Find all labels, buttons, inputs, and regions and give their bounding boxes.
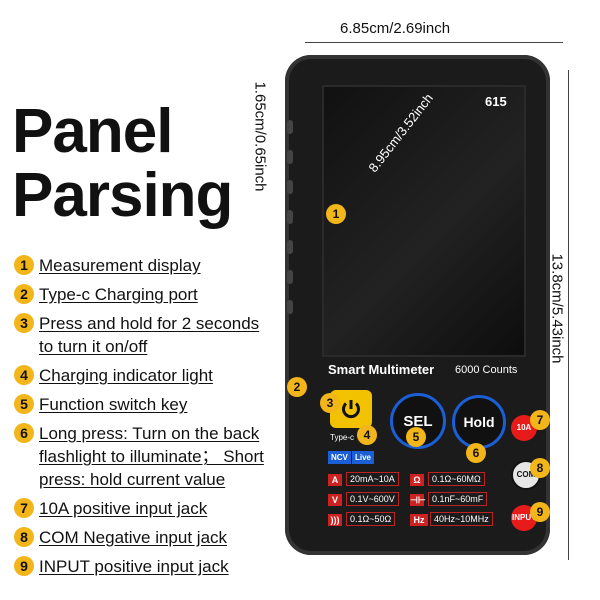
legend-text: Type-c Charging port — [39, 285, 198, 304]
legend-text: Measurement display — [39, 256, 201, 275]
callout-badge-3: 3 — [320, 393, 340, 413]
title-line-1: Panel — [12, 97, 173, 166]
sel-label: SEL — [403, 412, 433, 430]
side-grip-rib — [287, 120, 293, 134]
spec-ohm-range: 0.1Ω~60MΩ — [428, 472, 485, 486]
live-tag: Live — [352, 451, 375, 464]
measurement-display — [322, 85, 526, 357]
spec-volt-range: 0.1V~600V — [346, 492, 399, 506]
side-grip-rib — [287, 240, 293, 254]
hold-label: Hold — [463, 414, 495, 430]
side-grip-rib — [287, 210, 293, 224]
legend-text: Function switch key — [39, 395, 188, 414]
model-number: 615 — [485, 94, 507, 109]
legend-text: INPUT positive input jack — [39, 557, 229, 576]
legend-text: Charging indicator light — [39, 366, 213, 385]
legend-number-badge: 8 — [14, 527, 34, 547]
spec-continuity-range: 0.1Ω~50Ω — [346, 512, 396, 526]
legend-number-badge: 9 — [14, 556, 34, 576]
legend-item: 8 COM Negative input jack — [14, 526, 276, 549]
page-title: Panel Parsing — [12, 97, 233, 230]
callout-badge-6: 6 — [466, 443, 486, 463]
legend-number-badge: 6 — [14, 423, 34, 443]
ohm-symbol: Ω — [410, 474, 424, 486]
continuity-icon: ))) — [328, 514, 342, 526]
callout-badge-5: 5 — [406, 427, 426, 447]
amp-symbol: A — [328, 474, 342, 486]
legend-item: 5 Function switch key — [14, 393, 276, 416]
volt-symbol: V — [328, 494, 342, 506]
legend-number-badge: 4 — [14, 365, 34, 385]
height-dimension-line — [568, 70, 569, 560]
legend-item: 2 Type-c Charging port — [14, 283, 276, 306]
typec-label: Type-c — [330, 433, 355, 442]
capacitor-icon: ⊣⊢ — [410, 494, 426, 506]
callout-badge-1: 1 — [326, 204, 346, 224]
legend-item: 1 Measurement display — [14, 254, 276, 277]
legend-number-badge: 7 — [14, 498, 34, 518]
power-icon — [342, 400, 360, 419]
legend-number-badge: 3 — [14, 313, 34, 333]
title-line-2: Parsing — [12, 161, 233, 230]
side-grip-rib — [287, 180, 293, 194]
spec-capacitance-range: 0.1nF~60mF — [428, 492, 488, 506]
legend-item: 9 INPUT positive input jack — [14, 555, 276, 578]
legend-item: 7 10A positive input jack — [14, 497, 276, 520]
callout-badge-2: 2 — [287, 377, 307, 397]
legend-text: Press and hold for 2 seconds to turn it … — [39, 314, 260, 356]
legend-text: Long press: Turn on the back flashlight … — [39, 424, 264, 489]
legend-number-badge: 2 — [14, 284, 34, 304]
callout-badge-8: 8 — [530, 458, 550, 478]
legend-text: COM Negative input jack — [39, 528, 228, 547]
side-grip-rib — [287, 270, 293, 284]
ncv-tag: NCV — [328, 451, 351, 464]
hz-symbol: Hz — [410, 514, 428, 526]
brand-label: Smart Multimeter — [328, 362, 435, 377]
spec-frequency-range: 40Hz~10MHz — [430, 512, 493, 526]
legend-text: 10A positive input jack — [39, 499, 208, 518]
width-dimension-line — [305, 42, 563, 43]
callout-badge-9: 9 — [530, 502, 550, 522]
legend-item: 4 Charging indicator light — [14, 364, 276, 387]
thickness-dimension-label: 1.65cm/0.65inch — [251, 81, 269, 192]
hold-button[interactable]: Hold — [452, 395, 506, 449]
side-grip-rib — [287, 150, 293, 164]
callout-badge-7: 7 — [530, 410, 550, 430]
side-grip-rib — [287, 300, 293, 314]
spec-amp-range: 20mA~10A — [346, 472, 399, 486]
legend-number-badge: 1 — [14, 255, 34, 275]
height-dimension-label: 13.8cm/5.43inch — [548, 253, 566, 364]
legend-list: 1 Measurement display 2 Type-c Charging po… — [14, 254, 276, 584]
counts-label: 6000 Counts — [455, 364, 518, 376]
width-dimension-label: 6.85cm/2.69inch — [340, 20, 451, 37]
callout-badge-4: 4 — [357, 425, 377, 445]
legend-number-badge: 5 — [14, 394, 34, 414]
